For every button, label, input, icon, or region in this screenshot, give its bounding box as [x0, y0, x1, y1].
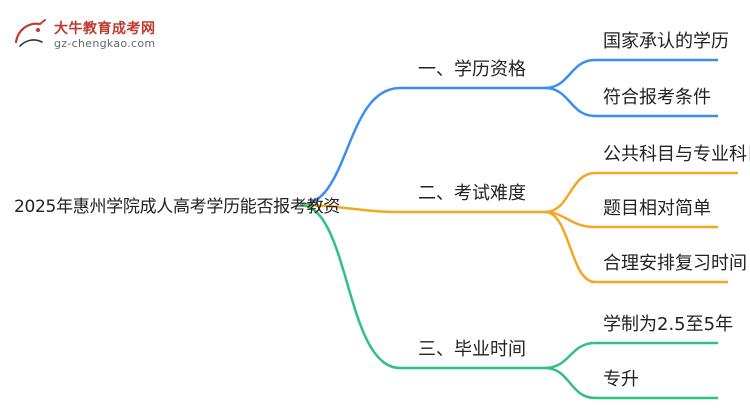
leaf-3-1-label: 学制为2.5至5年: [603, 314, 734, 335]
leaf-2-2-label: 题目相对简单: [603, 198, 711, 219]
site-logo[interactable]: 大牛教育成考网 gz-chengkao.com: [12, 16, 192, 56]
branch-2-label: 二、考试难度: [418, 183, 526, 204]
leaf-3-2-label: 专升: [603, 369, 639, 390]
leaf-2-3-label: 合理安排复习时间: [603, 253, 747, 274]
connector-branch-2-leaf-1: [544, 171, 738, 214]
logo-title: 大牛教育成考网: [54, 21, 156, 37]
connector-root-branch-3: [299, 203, 545, 370]
leaf-1-2-label: 符合报考条件: [603, 87, 711, 108]
connector-root-branch-2: [299, 203, 545, 214]
connector-branch-3-leaf-1: [544, 341, 718, 370]
connector-branch-2-leaf-3: [544, 210, 728, 284]
connector-branch-1-leaf-2: [544, 86, 718, 118]
leaf-1-1-label: 国家承认的学历: [603, 31, 729, 52]
logo-url: gz-chengkao.com: [54, 37, 156, 50]
root-node-label: 2025年惠州学院成人高考学历能否报考教资: [14, 197, 340, 217]
branch-1-label: 一、学历资格: [418, 59, 526, 80]
connector-branch-1-leaf-1: [544, 58, 718, 90]
bull-logo-icon: [14, 19, 46, 47]
connector-root-branch-1: [299, 86, 545, 207]
leaf-2-1-label: 公共科目与专业科目: [603, 144, 750, 165]
branch-3-label: 三、毕业时间: [418, 339, 526, 360]
connector-branch-3-leaf-2: [544, 366, 718, 400]
